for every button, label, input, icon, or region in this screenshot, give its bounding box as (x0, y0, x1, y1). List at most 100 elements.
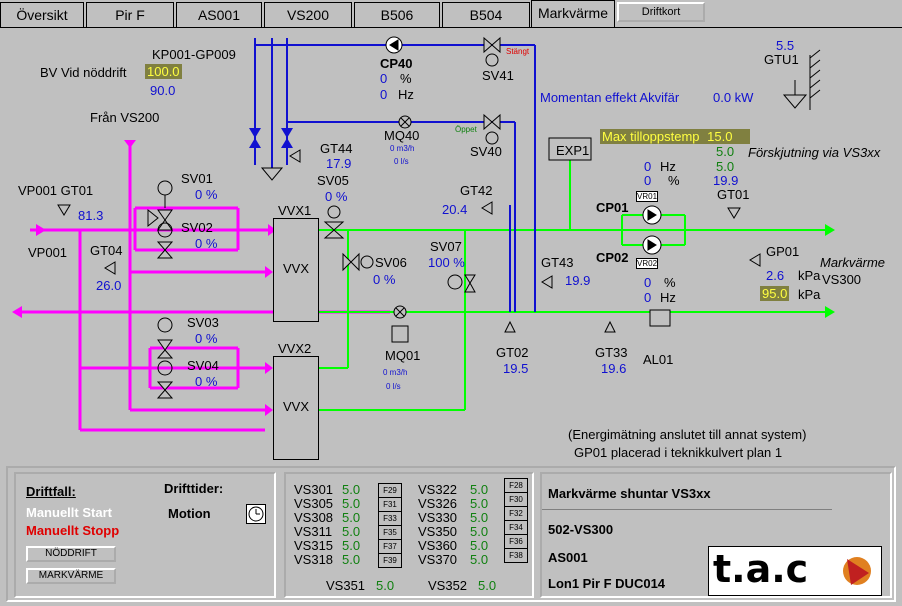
vs-value: 5.0 (342, 524, 361, 539)
gt04-label: GT04 (90, 243, 123, 258)
vs-name: VS326 (418, 496, 458, 511)
info-line4: Lon1 Pir F DUC014 (548, 576, 666, 591)
tab-markvarme[interactable]: Markvärme (531, 0, 615, 28)
al01-label: AL01 (643, 352, 674, 367)
gt33-value: 19.6 (601, 361, 627, 376)
bv-value: 90.0 (150, 83, 176, 98)
vvx2-box[interactable]: VVX (273, 356, 319, 460)
gt01-label: GT01 (717, 187, 750, 202)
vs-name: VS318 (294, 552, 334, 567)
momentan-label: Momentan effekt Akvifär (540, 90, 680, 105)
sv04-value: 0 % (195, 374, 218, 389)
sv06-value: 0 % (373, 272, 396, 287)
tab-oversikt[interactable]: Översikt (0, 2, 84, 27)
vvx1-box[interactable]: VVX (273, 218, 319, 322)
f-button[interactable]: F31 (378, 497, 402, 512)
note-energimatning: (Energimätning anslutet till annat syste… (568, 427, 807, 442)
f-button[interactable]: F30 (504, 492, 528, 507)
cp01-hz-unit: Hz (660, 159, 676, 174)
info-title: Markvärme shuntar VS3xx (548, 486, 711, 501)
vvx2-inner-label: VVX (282, 399, 309, 414)
sv04-label: SV04 (187, 358, 219, 373)
gp01-setpoint[interactable]: 95.0 (760, 286, 790, 301)
vr02-box[interactable]: VR02 (636, 258, 659, 269)
markvarme-button[interactable]: MARKVÄRME (26, 568, 116, 584)
f-button[interactable]: F38 (504, 548, 528, 563)
gt43-label: GT43 (541, 255, 574, 270)
cp01-pct: 0 (644, 173, 652, 188)
vs300-label: VS300 (822, 272, 862, 287)
cp01-hz: 0 (644, 159, 652, 174)
cp40-label: CP40 (380, 56, 413, 71)
vs-value: 5.0 (376, 578, 395, 593)
max-tilloppstemp[interactable]: Max tilloppstemp 15.0 (600, 129, 750, 144)
info-panel: Markvärme shuntar VS3xx 502-VS300 AS001 … (540, 472, 892, 598)
f-button[interactable]: F33 (378, 511, 402, 526)
vs-name: VS350 (418, 524, 458, 539)
info-line3: AS001 (548, 550, 588, 565)
max-value: 15.0 (707, 129, 733, 144)
f-button[interactable]: F39 (378, 553, 402, 568)
f-button[interactable]: F37 (378, 539, 402, 554)
cp01-pct-unit: % (668, 173, 680, 188)
manuellt-start[interactable]: Manuellt Start (26, 505, 112, 520)
sv40-state: Öppet (455, 125, 477, 134)
gtu1-label: GTU1 (764, 52, 799, 67)
cp02-hz-unit: Hz (660, 290, 676, 305)
gt44-label: GT44 (320, 141, 353, 156)
cp40-pct: 0 (380, 71, 388, 86)
tab-divider (0, 27, 902, 28)
manuellt-stopp[interactable]: Manuellt Stopp (26, 523, 120, 538)
f-button[interactable]: F36 (504, 534, 528, 549)
vs-value: 5.0 (470, 524, 489, 539)
vr01-box[interactable]: VR01 (636, 191, 659, 202)
kp-label: KP001-GP009 (152, 47, 236, 62)
bv-setpoint[interactable]: 100.0 (145, 64, 182, 79)
gt04-value: 26.0 (96, 278, 122, 293)
cp01-value3: 19.9 (713, 173, 739, 188)
f-button[interactable]: F35 (378, 525, 402, 540)
cp40-hz: 0 (380, 87, 388, 102)
f-button[interactable]: F28 (504, 478, 528, 493)
vs-name: VS322 (418, 482, 458, 497)
mq01-m3h: 0 m3/h (383, 368, 408, 377)
tab-vs200[interactable]: VS200 (264, 2, 352, 27)
f-button[interactable]: F34 (504, 520, 528, 535)
vs-name: VS360 (418, 538, 458, 553)
tab-b506[interactable]: B506 (354, 2, 440, 27)
cp01-value2: 5.0 (716, 159, 735, 174)
cp02-hz: 0 (644, 290, 652, 305)
vs-value: 5.0 (478, 578, 497, 593)
forskjutning-label: Förskjutning via VS3xx (748, 145, 881, 160)
clock-icon[interactable] (246, 504, 266, 524)
vs-value: 5.0 (342, 510, 361, 525)
f-button[interactable]: F32 (504, 506, 528, 521)
vp001-gt01-label: VP001 GT01 (18, 183, 94, 198)
vs-name: VS315 (294, 538, 334, 553)
tab-pir-f[interactable]: Pir F (86, 2, 174, 27)
gtu1-value: 5.5 (776, 38, 795, 53)
driftkort-button[interactable]: Driftkort (617, 2, 705, 22)
vs-name: VS311 (294, 524, 333, 539)
drifttider-title: Drifttider: (164, 481, 224, 496)
f-button[interactable]: F29 (378, 483, 402, 498)
tab-b504[interactable]: B504 (442, 2, 530, 27)
gp01-label: GP01 (766, 244, 800, 259)
sv41-state: Stängt (506, 47, 530, 56)
sv01-value: 0 % (195, 187, 218, 202)
cp02-label: CP02 (596, 250, 629, 265)
tac-logo-text: t.a.c (713, 547, 809, 591)
gt33-label: GT33 (595, 345, 628, 360)
bv-label: BV Vid nöddrift (40, 65, 127, 80)
vs-value: 5.0 (470, 538, 489, 553)
tab-as001[interactable]: AS001 (176, 2, 262, 27)
vs-name: VS305 (294, 496, 334, 511)
vs-value: 5.0 (470, 482, 489, 497)
mq40-m3h: 0 m3/h (390, 144, 415, 153)
vs-name: VS352 (428, 578, 468, 593)
noddrift-button[interactable]: NÖDDRIFT (26, 546, 116, 562)
mq01-ls: 0 l/s (386, 382, 401, 391)
sv05-value: 0 % (325, 189, 348, 204)
cp02-pct: 0 (644, 275, 652, 290)
